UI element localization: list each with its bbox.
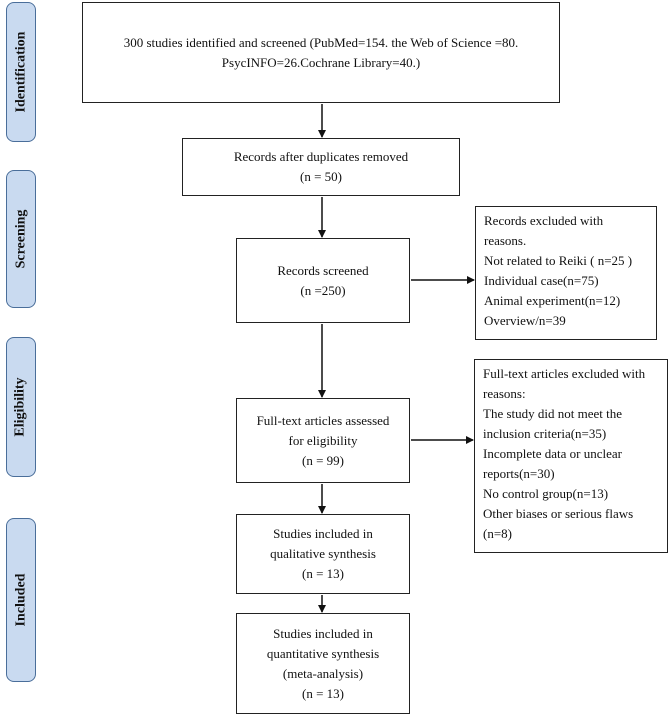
fulltext-excluded-line: No control group(n=13) bbox=[483, 486, 609, 501]
fulltext-excluded-line: The study did not meet the bbox=[483, 406, 623, 421]
fulltext-excluded-line: Other biases or serious flaws bbox=[483, 506, 634, 521]
identified-line1: 300 studies identified and screened (Pub… bbox=[123, 34, 519, 50]
fulltext-excluded-box: Full-text articles excluded with reasons… bbox=[474, 359, 668, 553]
fulltext-excluded-line: inclusion criteria(n=35) bbox=[483, 426, 607, 441]
qualitative-line3: (n = 13) bbox=[302, 566, 344, 581]
qualitative-box: Studies included in qualitative synthesi… bbox=[236, 514, 410, 594]
fulltext-excluded-line: Full-text articles excluded with bbox=[483, 366, 646, 381]
screened-line2: (n =250) bbox=[300, 282, 346, 298]
excluded-line: Not related to Reiki ( n=25 ) bbox=[484, 253, 633, 268]
fulltext-assessed-box: Full-text articles assessed for eligibil… bbox=[236, 398, 410, 483]
duplicates-line1: Records after duplicates removed bbox=[233, 149, 409, 164]
identified-box: 300 studies identified and screened (Pub… bbox=[82, 2, 560, 103]
fulltext-excluded-line: Incomplete data or unclear bbox=[483, 446, 622, 461]
stage-tab-included: Included bbox=[6, 518, 36, 682]
quantitative-line1: Studies included in bbox=[273, 625, 373, 641]
fulltext-line2: for eligibility bbox=[288, 432, 358, 448]
qualitative-line1: Studies included in bbox=[273, 526, 373, 541]
quantitative-line4: (n = 13) bbox=[302, 685, 344, 701]
stage-tab-eligibility: Eligibility bbox=[6, 337, 36, 477]
fulltext-excluded-line: reasons: bbox=[483, 386, 526, 401]
screened-box: Records screened (n =250) bbox=[236, 238, 410, 323]
excluded-line: reasons. bbox=[484, 233, 527, 248]
excluded-line: Overview/n=39 bbox=[484, 313, 566, 328]
excluded-line: Records excluded with bbox=[484, 213, 604, 228]
stage-tab-identification: Identification bbox=[6, 2, 36, 142]
screened-line1: Records screened bbox=[277, 262, 369, 278]
records-excluded-box: Records excluded with reasons. Not relat… bbox=[475, 206, 657, 340]
duplicates-line2: (n = 50) bbox=[300, 169, 342, 184]
duplicates-box: Records after duplicates removed (n = 50… bbox=[182, 138, 460, 196]
qualitative-line2: qualitative synthesis bbox=[270, 546, 376, 561]
fulltext-excluded-line: reports(n=30) bbox=[483, 466, 555, 481]
fulltext-line3: (n = 99) bbox=[302, 452, 344, 468]
quantitative-line2: quantitative synthesis bbox=[266, 645, 380, 661]
excluded-line: Animal experiment(n=12) bbox=[484, 293, 621, 308]
excluded-line: Individual case(n=75) bbox=[484, 273, 599, 288]
fulltext-excluded-line: (n=8) bbox=[483, 526, 512, 541]
quantitative-line3: (meta-analysis) bbox=[282, 665, 364, 681]
stage-tab-screening: Screening bbox=[6, 170, 36, 308]
identified-line2: PsycINFO=26.Cochrane Library=40.) bbox=[221, 54, 421, 70]
quantitative-box: Studies included in quantitative synthes… bbox=[236, 613, 410, 714]
fulltext-line1: Full-text articles assessed bbox=[256, 412, 390, 428]
